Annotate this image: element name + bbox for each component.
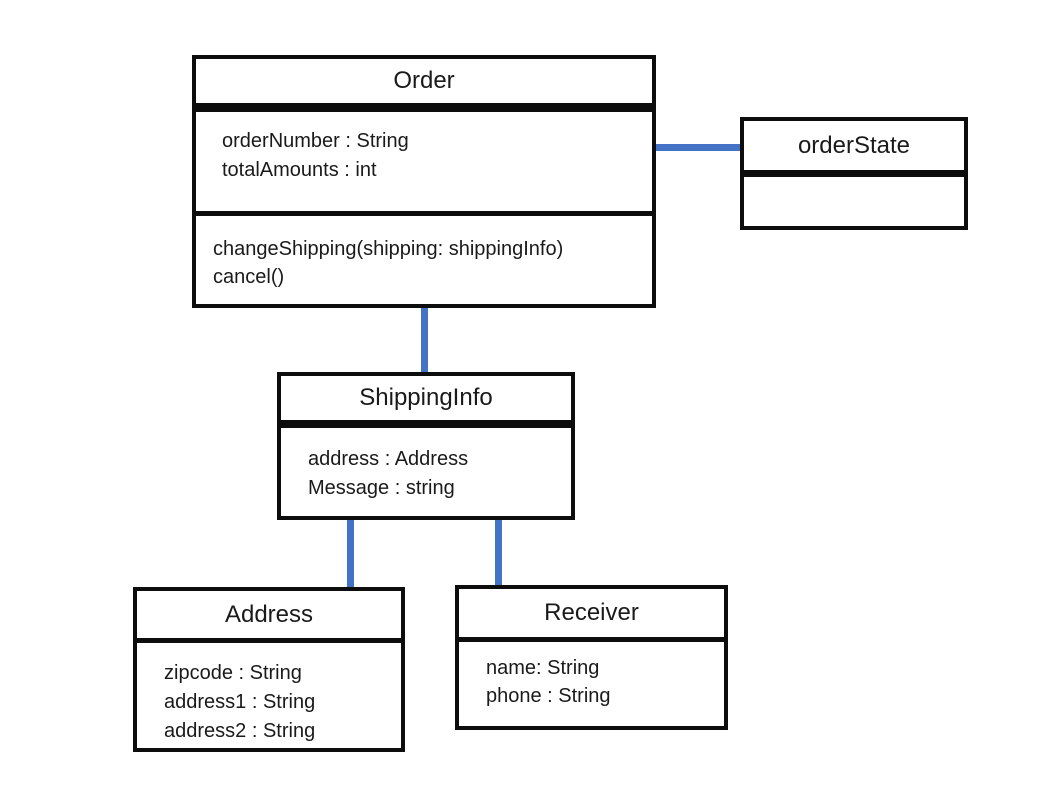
attribute-line: address : Address xyxy=(308,448,469,470)
attributes-section-receiver: name: String phone : String xyxy=(459,642,724,726)
attributes-section-order: orderNumber : String totalAmounts : int xyxy=(196,112,652,211)
attribute-line: zipcode : String xyxy=(164,662,302,684)
method-line: cancel() xyxy=(213,265,285,288)
class-title-shippinginfo: ShippingInfo xyxy=(359,384,493,411)
attributes-section-address: zipcode : String address1 : String address… xyxy=(137,643,401,748)
class-box-receiver: Receiver name: String phone : String xyxy=(455,585,728,730)
connector-shippinginfo-address xyxy=(347,518,354,589)
attribute-line: Message : string xyxy=(308,477,455,499)
class-box-order: Order orderNumber : String totalAmounts :… xyxy=(192,55,656,308)
section-divider xyxy=(281,420,571,428)
section-divider xyxy=(459,637,724,642)
attribute-line: totalAmounts : int xyxy=(222,159,377,181)
section-divider xyxy=(196,210,652,216)
connector-shippinginfo-receiver xyxy=(495,518,502,587)
class-title-receiver: Receiver xyxy=(544,599,639,626)
attribute-line: orderNumber : String xyxy=(222,130,409,152)
attribute-line: address2 : String xyxy=(164,720,316,742)
methods-section-order: changeShipping(shipping: shippingInfo) ca… xyxy=(196,216,652,305)
section-divider xyxy=(196,103,652,112)
method-line: changeShipping(shipping: shippingInfo) xyxy=(213,237,564,260)
section-divider xyxy=(137,638,401,643)
class-box-address: Address zipcode : String address1 : Strin… xyxy=(133,587,405,752)
attribute-line: name: String xyxy=(486,657,600,679)
class-title-orderstate: orderState xyxy=(797,131,911,159)
attributes-section-orderstate xyxy=(744,177,964,226)
class-title-order: Order xyxy=(393,67,455,94)
attribute-line: phone : String xyxy=(486,685,611,707)
connector-order-orderstate xyxy=(654,144,742,151)
attribute-line: address1 : String xyxy=(164,691,316,713)
class-title-address: Address xyxy=(224,600,314,628)
connector-order-shippinginfo xyxy=(421,306,428,374)
section-divider xyxy=(744,170,964,177)
class-box-orderstate: orderState xyxy=(740,117,968,230)
